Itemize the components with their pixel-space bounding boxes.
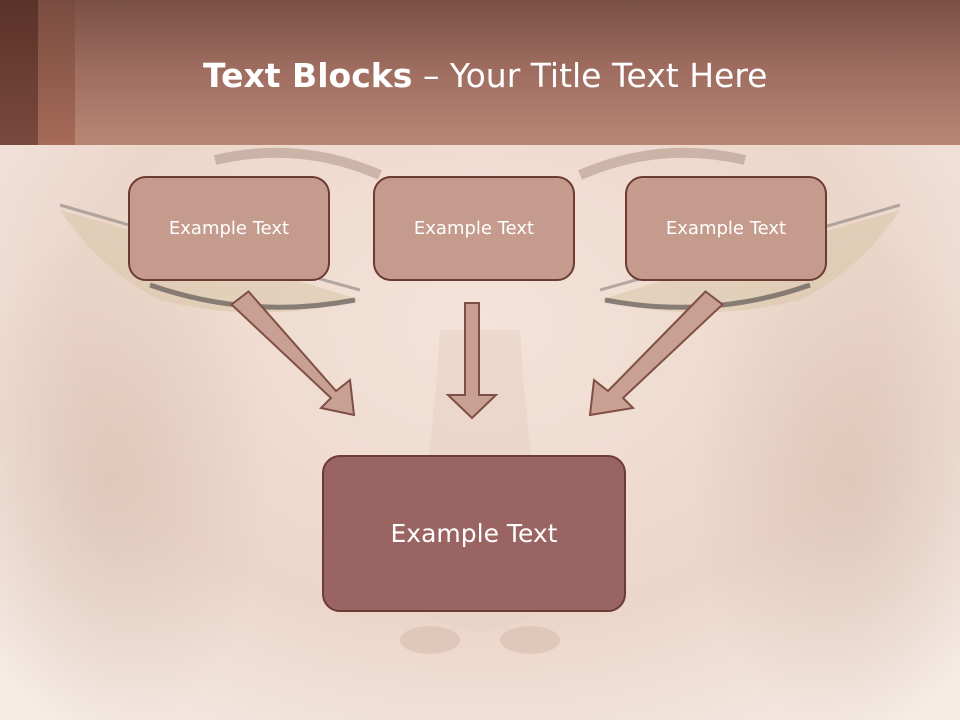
header-accent-left (0, 0, 38, 145)
text-block-left: Example Text (128, 176, 330, 281)
text-block-right: Example Text (625, 176, 827, 281)
slide-title: Text Blocks – Your Title Text Here (203, 52, 767, 100)
slide-title-rest: Your Title Text Here (449, 56, 768, 95)
arrow-right-icon (588, 290, 725, 417)
text-block-left-label: Example Text (168, 218, 290, 239)
title-bar (0, 0, 960, 145)
text-block-result-label: Example Text (390, 519, 558, 548)
slide-title-dash: – (412, 56, 450, 95)
slide-title-bold: Text Blocks (203, 56, 413, 95)
header-accent-middle (38, 0, 75, 145)
text-block-center: Example Text (373, 176, 575, 281)
arrow-down-icon (445, 302, 499, 420)
arrow-left-icon (229, 290, 356, 417)
text-block-result: Example Text (322, 455, 626, 612)
text-block-center-label: Example Text (413, 218, 535, 239)
text-block-right-label: Example Text (665, 218, 787, 239)
